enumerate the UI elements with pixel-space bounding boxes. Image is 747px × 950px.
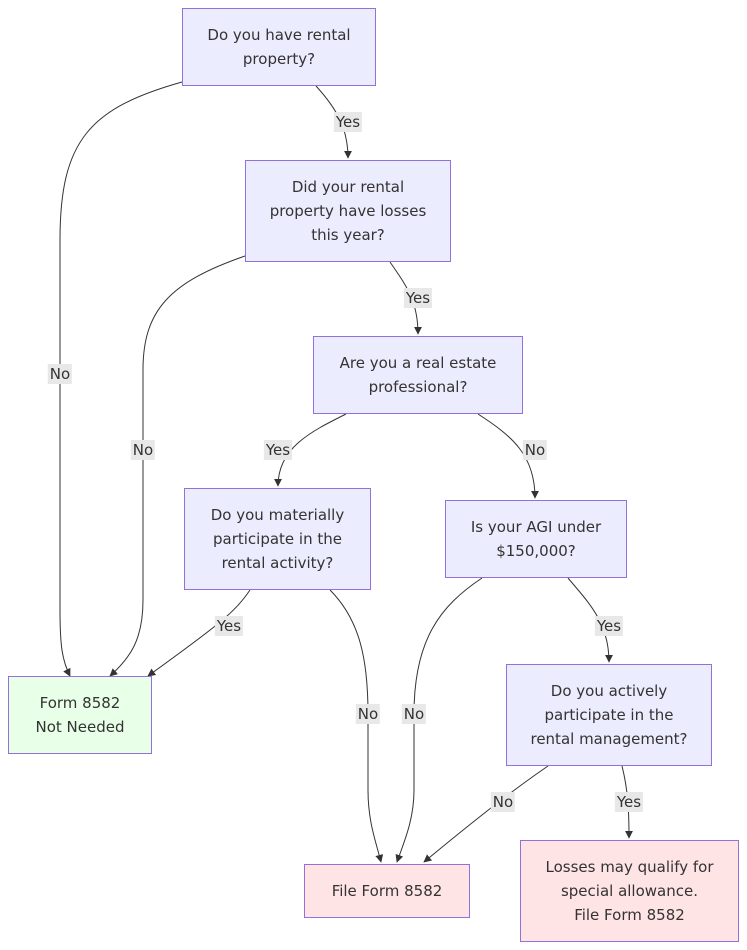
edge-label-professional-yes: Yes [263, 440, 293, 460]
edge-professional-no [477, 413, 539, 499]
edge-label-materially-yes: Yes [214, 616, 244, 636]
form-not-needed-result: Form 8582 Not Needed [8, 676, 152, 754]
rental-losses-question: Did your rental property have losses thi… [245, 160, 451, 262]
edge-label-professional-no: No [522, 440, 548, 460]
edge-label-losses-yes: Yes [403, 288, 433, 308]
edge-label-rental-no: No [47, 364, 73, 384]
special-allowance-result: Losses may qualify for special allowance… [520, 840, 739, 942]
edge-label-agi-yes: Yes [594, 616, 624, 636]
edge-rental-no [59, 81, 183, 677]
edge-label-actively-yes: Yes [614, 792, 644, 812]
edge-losses-no [109, 255, 246, 677]
edge-label-rental-yes: Yes [333, 112, 363, 132]
edge-agi-yes [567, 577, 613, 663]
edge-label-actively-no: No [490, 792, 516, 812]
edge-label-agi-no: No [401, 704, 427, 724]
material-participation-question: Do you materially participate in the ren… [184, 488, 371, 590]
rental-property-question: Do you have rental property? [182, 8, 376, 86]
edge-materially-no [329, 589, 384, 863]
file-form-result: File Form 8582 [304, 864, 470, 918]
edge-label-losses-no: No [130, 440, 156, 460]
real-estate-professional-question: Are you a real estate professional? [313, 336, 523, 414]
active-participation-question: Do you actively participate in the renta… [506, 664, 712, 766]
agi-question: Is your AGI under $150,000? [445, 500, 627, 578]
edge-label-materially-no: No [355, 704, 381, 724]
edge-professional-yes [274, 413, 347, 487]
edge-actively-no [423, 765, 549, 863]
